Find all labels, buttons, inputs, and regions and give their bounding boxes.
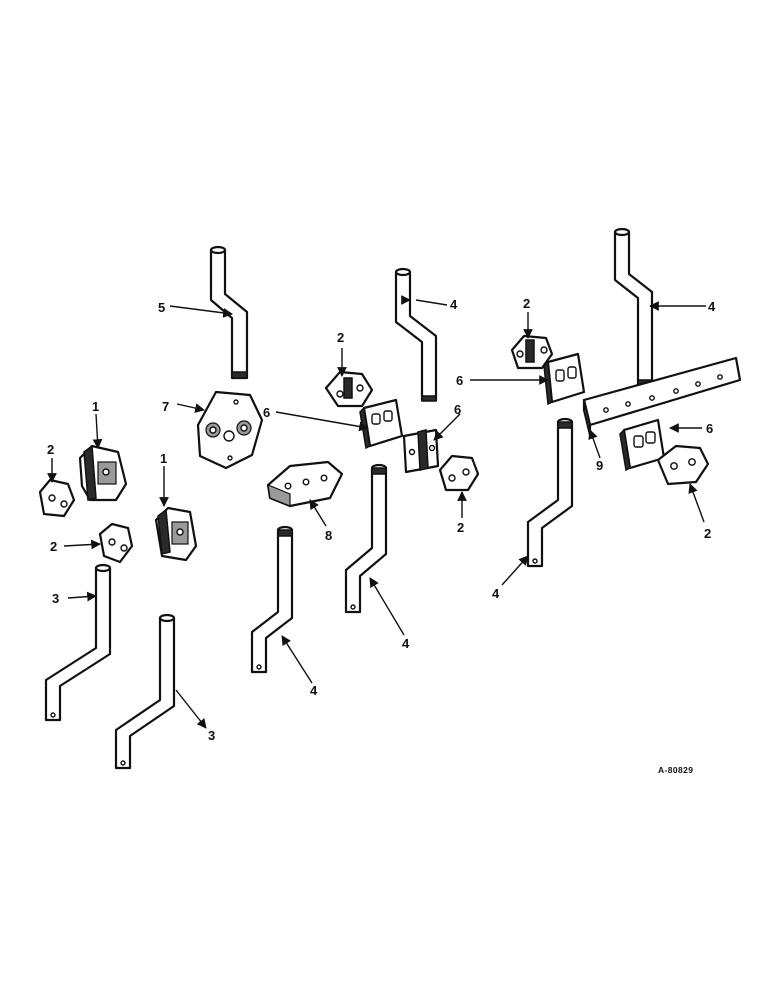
block-6-center-right [402, 428, 440, 474]
reference-number: A-80829 [658, 765, 693, 775]
callout-4-top-right: 4 [708, 299, 716, 314]
clamp-2-center-top [324, 370, 374, 408]
callout-2-left-lower: 2 [50, 539, 57, 554]
clamp-2-center-right [438, 454, 480, 492]
callout-8: 8 [325, 528, 332, 543]
callout-6-top-right: 6 [456, 373, 463, 388]
shaft-4-lower-right [526, 417, 574, 568]
callout-6-center: 6 [263, 405, 270, 420]
callout-5: 5 [158, 300, 165, 315]
callout-2-left-upper: 2 [47, 442, 54, 457]
part-1-upper [78, 444, 128, 502]
bracket-7 [196, 390, 264, 470]
clamp-2-left-upper [38, 478, 76, 518]
part-1-lower [154, 506, 198, 562]
shaft-4-top-middle [394, 267, 438, 402]
callout-7: 7 [162, 399, 169, 414]
shaft-3-right [114, 613, 176, 770]
callout-3-left: 3 [52, 591, 59, 606]
callout-2-center-right: 2 [457, 520, 464, 535]
clamp-2-top-right [510, 334, 554, 370]
callout-2-right-lower: 2 [704, 526, 711, 541]
clamp-2-left-lower [98, 522, 134, 564]
callout-labels: 5 4 4 2 2 6 6 7 6 2 6 2 9 1 1 2 2 3 3 4 … [47, 296, 716, 743]
callout-1-lower: 1 [160, 451, 167, 466]
clamp-2-right-lower [656, 444, 710, 486]
callout-4-lower-center: 4 [402, 636, 410, 651]
leader-lines [47, 295, 706, 729]
callout-3-right: 3 [208, 728, 215, 743]
callout-4-top-middle: 4 [450, 297, 458, 312]
shaft-4-top-right [613, 227, 654, 387]
callout-4-lower-right: 4 [492, 586, 500, 601]
shaft-4-lower-center [344, 463, 388, 614]
callout-4-lower-left: 4 [310, 683, 318, 698]
bar-9 [582, 356, 742, 437]
shaft-4-lower-left [250, 525, 294, 674]
callout-6-center-right: 6 [454, 402, 461, 417]
callout-2-top-right: 2 [523, 296, 530, 311]
block-6-right [619, 418, 666, 472]
callout-6-right: 6 [706, 421, 713, 436]
callout-9: 9 [596, 458, 603, 473]
block-6-top-right [543, 352, 586, 406]
plate-8 [266, 460, 344, 508]
callout-2-center-top: 2 [337, 330, 344, 345]
shaft-3-left [44, 563, 112, 722]
callout-1-upper: 1 [92, 399, 99, 414]
block-6-center [359, 398, 404, 450]
